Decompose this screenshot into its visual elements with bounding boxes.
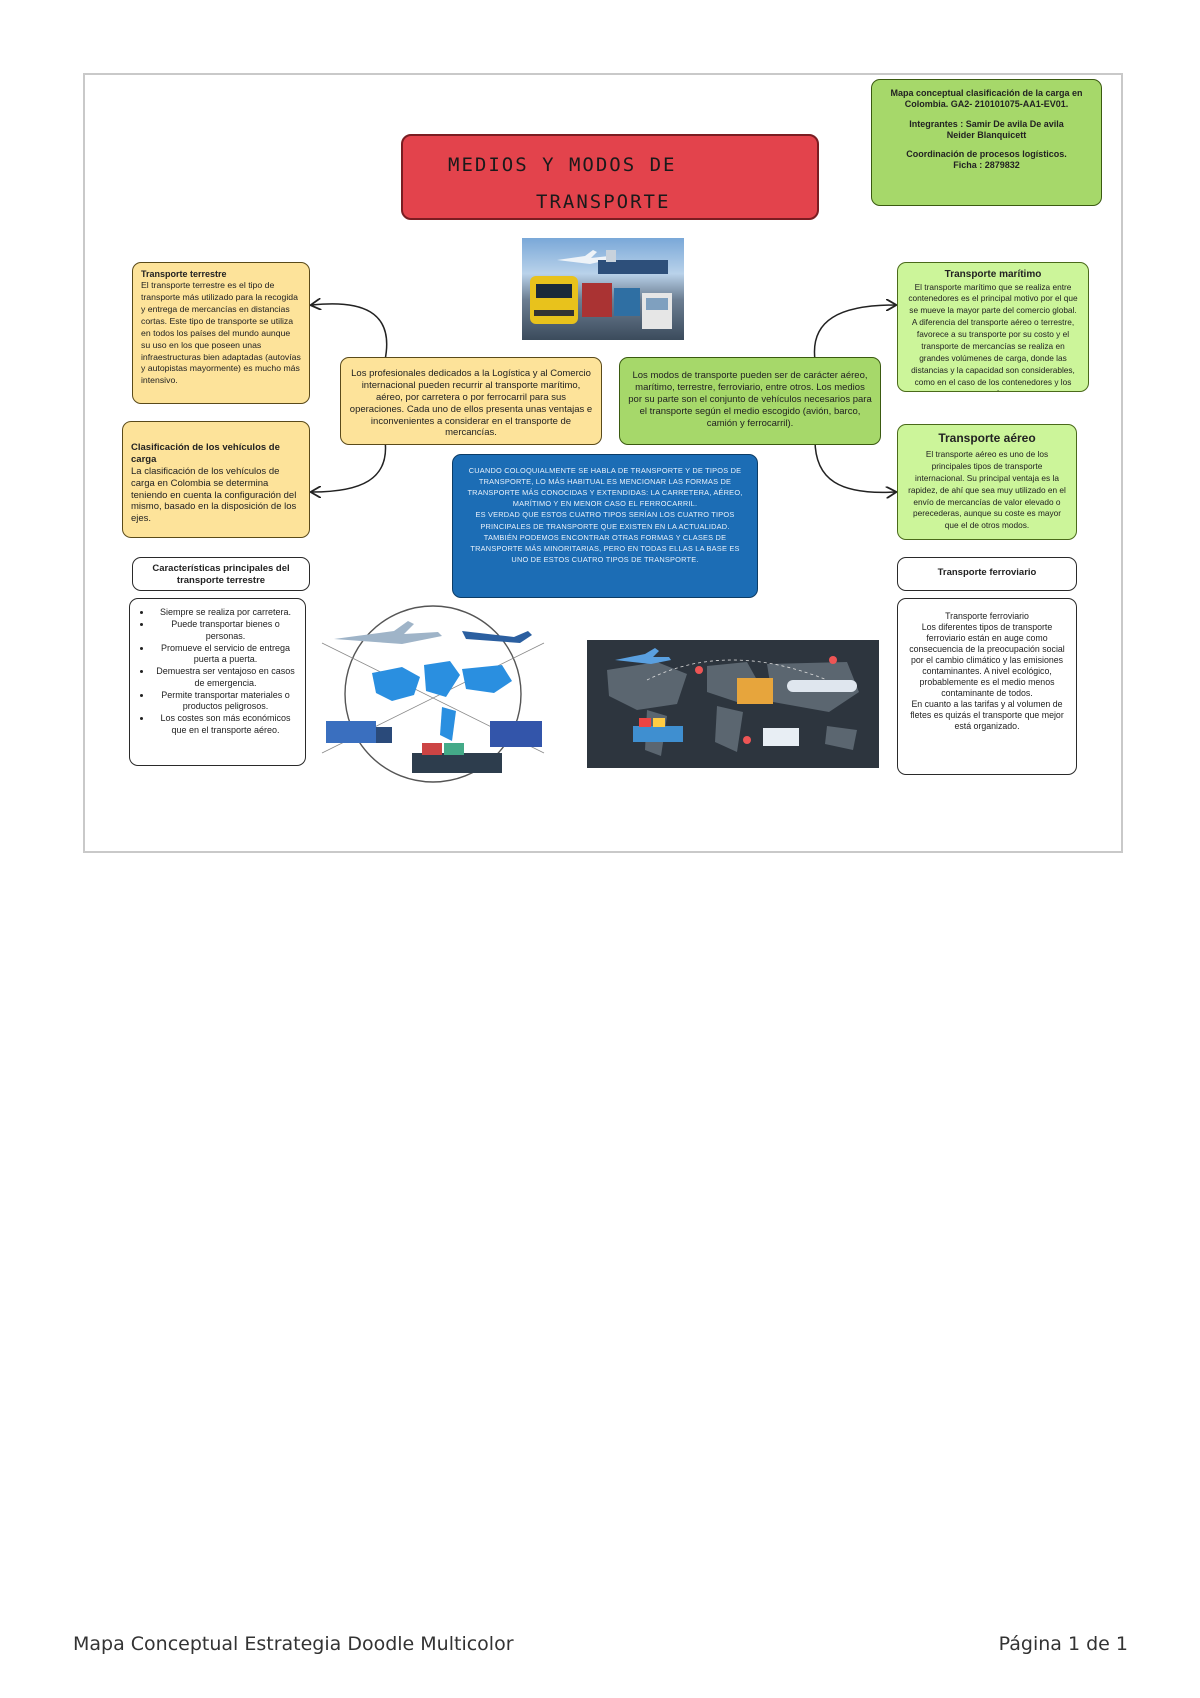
footer-document-title: Mapa Conceptual Estrategia Doodle Multic… <box>73 1633 514 1655</box>
maritimo-heading: Transporte marítimo <box>944 269 1042 280</box>
list-item: Promueve el servicio de entrega puerta a… <box>152 643 299 666</box>
terrestre-heading: Transporte terrestre <box>141 269 227 279</box>
info-line-3: Neider Blanquicett <box>946 129 1027 140</box>
aereo-heading: Transporte aéreo <box>938 431 1036 445</box>
world-map-illustration <box>587 640 879 768</box>
node-caracteristicas-list: Siempre se realiza por carretera. Puede … <box>129 598 306 766</box>
profesionales-body: Los profesionales dedicados a la Logísti… <box>349 368 593 439</box>
node-ferroviario-heading: Transporte ferroviario <box>897 557 1077 591</box>
global-logistics-image <box>312 603 554 785</box>
caracteristicas-list: Siempre se realiza por carretera. Puede … <box>136 607 299 736</box>
node-clasificacion-vehiculos: Clasificación de los vehículos de carga … <box>122 421 310 538</box>
node-transporte-aereo: Transporte aéreo El transporte aéreo es … <box>897 424 1077 540</box>
ferroviario-line-2: Los diferentes tipos de transporte ferro… <box>909 621 1065 698</box>
node-transporte-maritimo: Transporte marítimo El transporte maríti… <box>897 262 1089 392</box>
node-transporte-terrestre: Transporte terrestre El transporte terre… <box>132 262 310 404</box>
list-item: Siempre se realiza por carretera. <box>152 607 299 618</box>
node-caracteristicas-heading: Características principales del transpor… <box>132 557 310 591</box>
intro-line-2: ES VERDAD QUE ESTOS CUATRO TIPOS SERÍAN … <box>470 510 740 564</box>
info-box: Mapa conceptual clasificación de la carg… <box>871 79 1102 206</box>
main-title-line-2: TRANSPORTE <box>536 191 671 213</box>
footer-page-number: Página 1 de 1 <box>998 1633 1128 1655</box>
modos-body: Los modos de transporte pueden ser de ca… <box>628 370 872 429</box>
terrestre-body: El transporte terrestre es el tipo de tr… <box>141 280 301 386</box>
node-modos-transporte: Los modos de transporte pueden ser de ca… <box>619 357 881 445</box>
node-intro-tipos-transporte: CUANDO COLOQUIALMENTE SE HABLA DE TRANSP… <box>452 454 758 598</box>
node-ferroviario-body: Transporte ferroviario Los diferentes ti… <box>897 598 1077 775</box>
ferroviario-line-1: Transporte ferroviario <box>945 611 1029 621</box>
list-item: Los costes son más económicos que en el … <box>152 713 299 736</box>
list-item: Demuestra ser ventajoso en casos de emer… <box>152 666 299 689</box>
node-profesionales: Los profesionales dedicados a la Logísti… <box>340 357 602 445</box>
ferroviario-line-3: En cuanto a las tarifas y al volumen de … <box>910 698 1064 731</box>
list-item: Permite transportar materiales o product… <box>152 690 299 713</box>
main-title-box: MEDIOS Y MODOS DE TRANSPORTE <box>401 134 819 220</box>
global-logistics-drawing <box>321 605 545 783</box>
info-line-4: Coordinación de procesos logísticos. <box>906 149 1067 159</box>
maritimo-body: El transporte marítimo que se realiza en… <box>908 281 1078 392</box>
world-map-drawing <box>607 648 859 756</box>
caracteristicas-heading: Características principales del transpor… <box>152 563 290 586</box>
list-item: Puede transportar bienes o personas. <box>152 619 299 642</box>
clasificacion-heading: Clasificación de los vehículos de carga <box>131 442 280 465</box>
main-title-line-1: MEDIOS Y MODOS DE <box>448 154 677 176</box>
info-line-5: Ficha : 2879832 <box>953 160 1020 171</box>
info-line-1: Mapa conceptual clasificación de la carg… <box>890 88 1083 110</box>
intro-line-1: CUANDO COLOQUIALMENTE SE HABLA DE TRANSP… <box>467 466 743 509</box>
transport-collage-image <box>522 238 684 340</box>
clasificacion-body: La clasificación de los vehículos de car… <box>131 465 297 525</box>
info-line-2: Integrantes : Samir De avila De avila <box>909 118 1064 129</box>
collage-drawing <box>530 250 672 329</box>
ferroviario-heading: Transporte ferroviario <box>937 567 1037 578</box>
aereo-body: El transporte aéreo es uno de los princi… <box>908 449 1066 531</box>
